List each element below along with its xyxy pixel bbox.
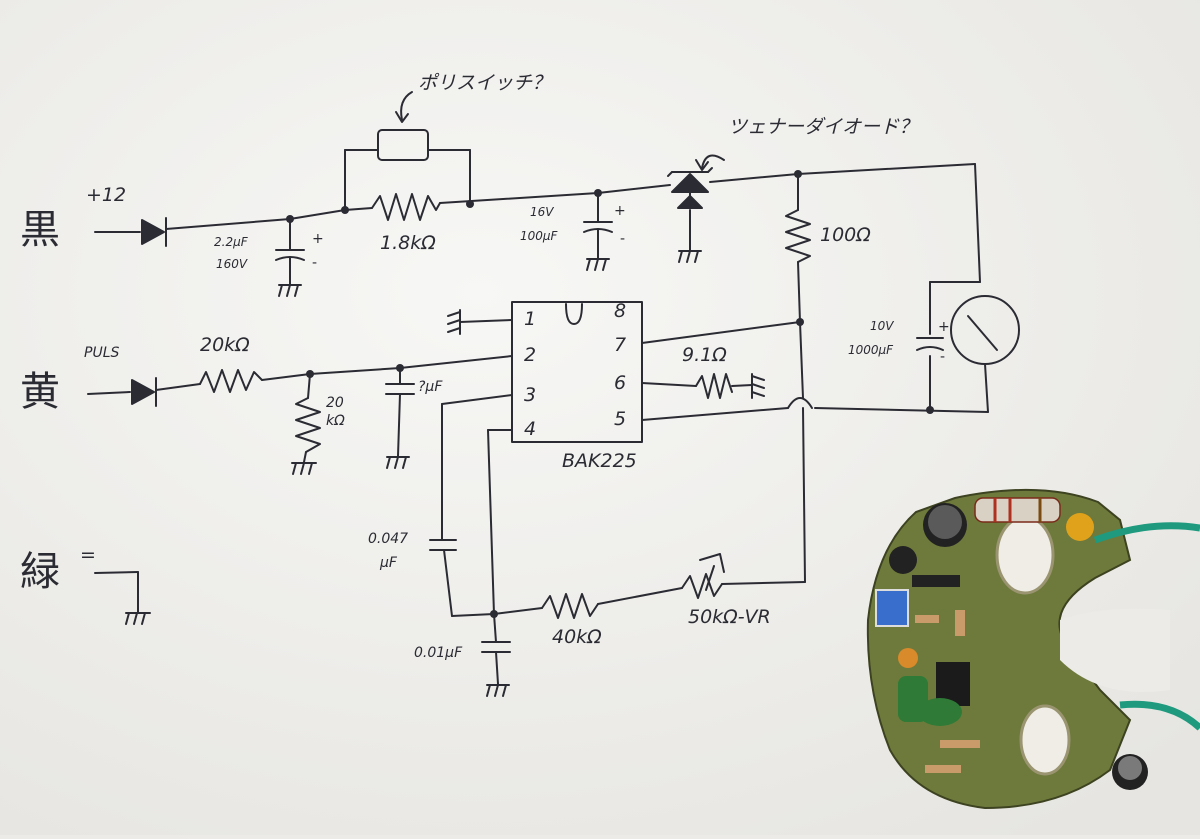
c1-value: 2.2μF	[214, 235, 248, 249]
c2-plus: +	[614, 203, 626, 219]
junction-dots	[286, 170, 934, 618]
polyswitch-bypass	[344, 129, 471, 211]
ic-pin-3: 3	[524, 384, 537, 406]
input-diode-black	[141, 217, 167, 247]
supply-label: +12	[86, 184, 127, 206]
green-wire-ground	[94, 571, 151, 625]
pin6-resistor-wire	[641, 373, 765, 399]
c6-value: 0.01μF	[414, 645, 463, 661]
capacitor-c3	[916, 337, 944, 351]
vr-50k-label: 50kΩ-VR	[688, 606, 771, 628]
c3-minus: -	[940, 349, 946, 365]
pin1-ground	[447, 309, 513, 335]
yellow-wire-label: 黄	[20, 369, 60, 415]
ic-bak225-body	[511, 301, 643, 443]
pin7-wire	[641, 321, 801, 344]
resistor-20k-shunt-unit: kΩ	[326, 413, 345, 429]
c4-value: ?μF	[418, 379, 443, 395]
zener-diode	[667, 154, 725, 263]
c1-voltage: 160V	[216, 257, 248, 271]
ic-pin-6: 6	[614, 372, 627, 394]
zener-annotation: ツェナーダイオード？	[728, 116, 919, 138]
pin5-wire	[641, 407, 789, 421]
ic-pin-1: 1	[524, 308, 537, 330]
c3-plus: +	[938, 319, 950, 335]
ic-pin-4: 4	[524, 418, 537, 440]
ic-pin-2: 2	[524, 344, 537, 366]
timing-network	[429, 394, 806, 697]
resistor-40k-label: 40kΩ	[552, 626, 602, 648]
c5-unit: μF	[380, 555, 397, 571]
ic-part-label: BAK225	[562, 450, 637, 472]
capacitor-c4	[385, 367, 415, 469]
resistor-100-label: 100Ω	[820, 224, 871, 246]
supply-line	[94, 163, 981, 283]
black-wire-label: 黒	[20, 207, 60, 253]
resistor-1k8	[371, 193, 441, 221]
ic-pin-7: 7	[614, 334, 627, 356]
resistor-20k-shunt-value: 20	[326, 395, 344, 411]
resistor-1k8-label: 1.8kΩ	[380, 232, 436, 254]
ic-pin-5: 5	[614, 408, 627, 430]
yellow-input-line	[87, 355, 513, 407]
capacitor-c1	[275, 218, 305, 297]
green-wire-label: 緑	[20, 549, 60, 595]
c2-voltage: 16V	[530, 205, 554, 219]
ic-pin-8: 8	[614, 300, 627, 322]
c1-plus: +	[312, 231, 324, 247]
c5-value: 0.047	[368, 531, 409, 547]
c2-minus: -	[620, 231, 626, 247]
pulse-label: PULS	[84, 345, 120, 361]
resistor-9-1-label: 9.1Ω	[682, 344, 727, 366]
c1-minus: -	[312, 255, 318, 271]
capacitor-c2	[583, 192, 613, 271]
polyswitch-arrow	[395, 91, 413, 123]
c2-value: 100μF	[520, 229, 558, 243]
resistor-20k-shunt	[291, 373, 321, 475]
polyswitch-annotation: ポリスイッチ？	[418, 72, 552, 94]
c3-voltage: 10V	[870, 319, 894, 333]
resistor-100	[785, 173, 813, 583]
green-wire-mark: =	[80, 544, 96, 566]
c3-value: 1000μF	[848, 343, 894, 357]
meter-loop	[814, 281, 1020, 413]
resistor-20k-label: 20kΩ	[200, 334, 250, 356]
pcb-photo	[866, 488, 1200, 810]
